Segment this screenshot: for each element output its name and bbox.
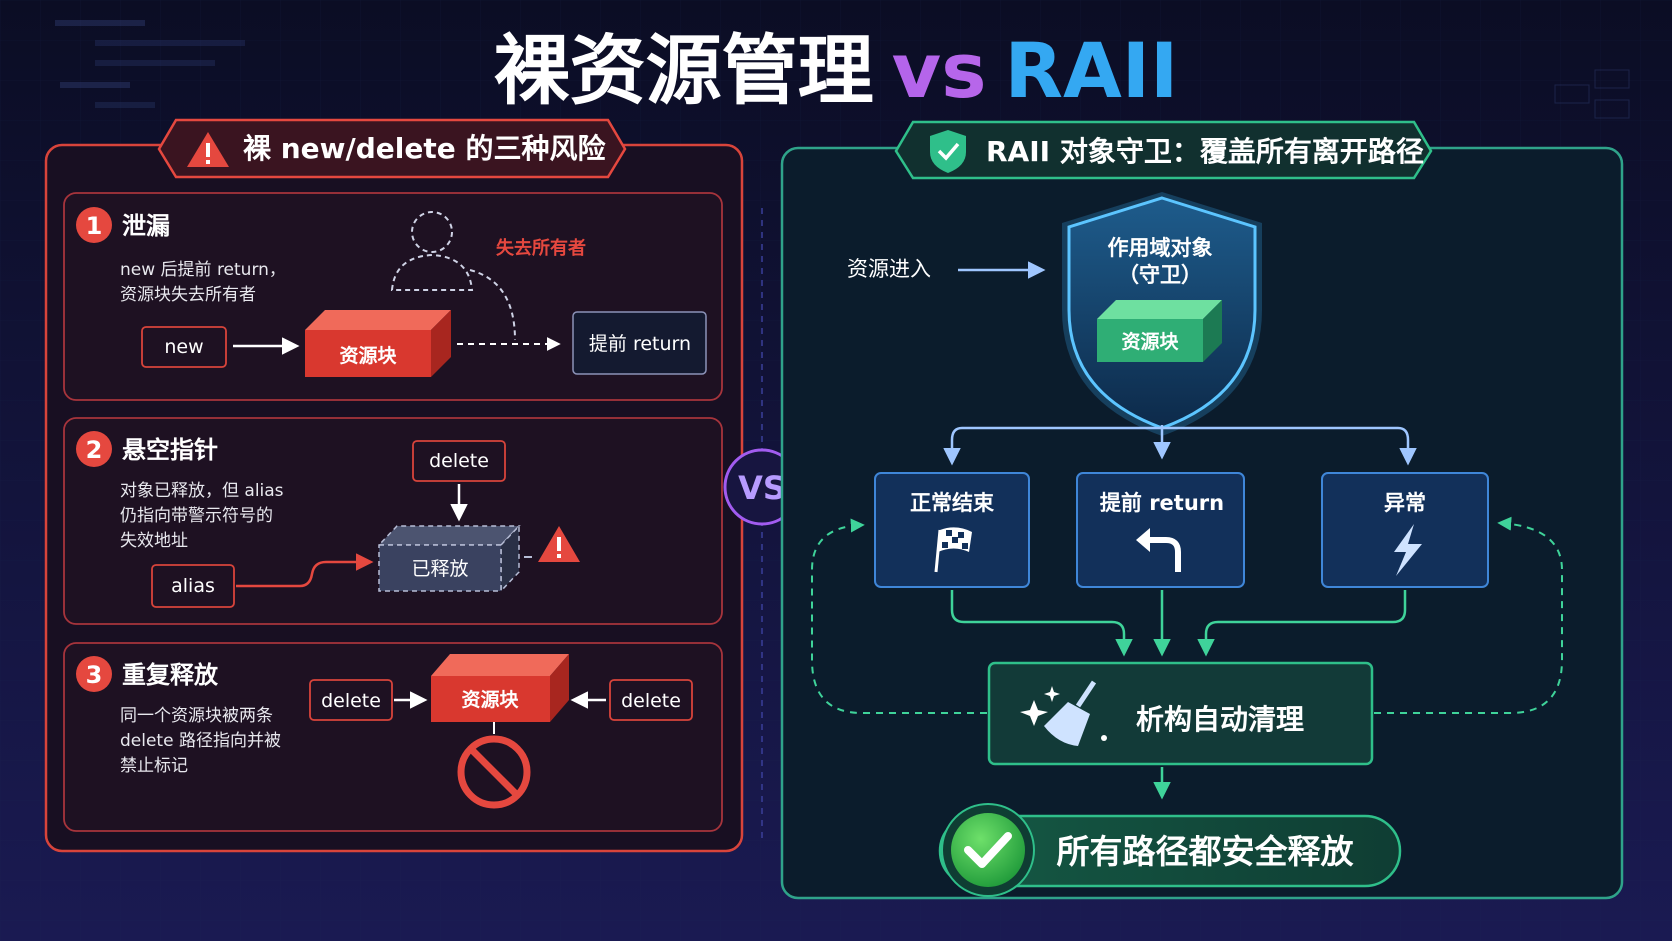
svg-text:提前 return: 提前 return <box>1100 491 1224 515</box>
svg-text:delete: delete <box>429 450 489 472</box>
svg-text:已释放: 已释放 <box>411 558 468 580</box>
risk-title: 泄漏 <box>122 212 170 240</box>
destructor-cleanup-box: 析构自动清理 <box>987 661 1374 766</box>
svg-text:正常结束: 正常结束 <box>910 491 995 515</box>
left-panel: 裸 new/delete 的三种风险 1 泄漏 new 后提前 return， … <box>44 118 744 853</box>
dashed-loop-left <box>811 518 987 714</box>
risk-desc-line: 仍指向带警示符号的 <box>120 506 273 526</box>
lightning-icon <box>1394 524 1422 576</box>
shield-line2: （守卫） <box>1118 263 1202 287</box>
svg-text:异常: 异常 <box>1384 491 1426 515</box>
arrow <box>943 426 1162 466</box>
risk-desc-line: 同一个资源块被两条 <box>120 706 273 726</box>
prohibited-icon <box>457 735 531 809</box>
exit-normal-end: 正常结束 <box>874 472 1030 588</box>
risk-title: 重复释放 <box>122 661 219 689</box>
right-panel: RAII 对象守卫：覆盖所有离开路径 资源进入 作用域对象 （守卫） 资源块 正… <box>780 120 1624 900</box>
result-banner: 所有路径都安全释放 <box>938 803 1402 897</box>
lost-owner-icon <box>390 211 474 291</box>
right-header: RAII 对象守卫：覆盖所有离开路径 <box>894 120 1433 180</box>
shield-line1: 作用域对象 <box>1108 236 1213 260</box>
risk-number-badge <box>76 207 112 243</box>
svg-text:VS: VS <box>738 469 786 507</box>
risk-card-double-free: 3 重复释放 同一个资源块被两条 delete 路径指向并被 禁止标记 dele… <box>63 642 723 832</box>
result-label: 所有路径都安全释放 <box>1057 832 1355 871</box>
vs-badge: VS <box>723 448 801 526</box>
resource-block-cube: 资源块 <box>1097 300 1222 362</box>
title-raii: RAII <box>1004 26 1178 115</box>
shield-check-icon <box>930 130 966 173</box>
svg-text:资源块: 资源块 <box>339 344 397 367</box>
risk-number-badge <box>76 431 112 467</box>
risk-desc-line: 资源块失去所有者 <box>120 285 256 305</box>
early-return-box <box>572 311 707 375</box>
broom-icon <box>1020 680 1107 746</box>
checkered-flag-icon <box>934 527 972 573</box>
delete-box <box>412 440 506 482</box>
resource-block-cube: 资源块 <box>431 654 569 722</box>
cleanup-label: 析构自动清理 <box>1136 703 1304 736</box>
risk-desc-line: new 后提前 return， <box>120 260 286 280</box>
svg-text:提前 return: 提前 return <box>589 333 691 355</box>
risk-title: 悬空指针 <box>122 436 218 464</box>
svg-text:delete: delete <box>321 690 381 712</box>
arrow <box>1162 426 1417 466</box>
risk-number-badge <box>76 656 112 692</box>
warning-icon <box>187 132 229 167</box>
dashed-loop-right <box>1374 516 1563 714</box>
risk-desc-line: 对象已释放，但 alias <box>120 481 284 501</box>
freed-block-cube: 已释放 <box>377 524 521 593</box>
new-box <box>141 326 227 368</box>
risk-desc-line: delete 路径指向并被 <box>120 731 281 751</box>
warning-icon <box>538 526 580 562</box>
check-circle-icon <box>941 803 1035 897</box>
delete-box-right <box>609 679 693 721</box>
title-vs: vs <box>892 26 987 115</box>
delete-box-left <box>309 679 393 721</box>
risk-card-dangling-pointer: 2 悬空指针 对象已释放，但 alias 仍指向带警示符号的 失效地址 dele… <box>63 417 723 625</box>
arrow <box>1197 590 1407 657</box>
alias-box <box>151 564 235 608</box>
svg-text:3: 3 <box>86 661 103 689</box>
svg-text:资源块: 资源块 <box>461 688 519 711</box>
risk-card-leak: 1 泄漏 new 后提前 return， 资源块失去所有者 失去所有者 new … <box>63 192 723 401</box>
svg-text:alias: alias <box>171 575 215 597</box>
left-header: 裸 new/delete 的三种风险 <box>157 118 627 179</box>
svg-text:2: 2 <box>86 436 103 464</box>
svg-text:new: new <box>164 336 203 358</box>
risk-desc-line: 禁止标记 <box>120 756 188 776</box>
title-main: 裸资源管理 <box>494 26 874 115</box>
owner-lost-label: 失去所有者 <box>496 237 586 259</box>
risk-desc-line: 失效地址 <box>120 531 188 551</box>
enter-label: 资源进入 <box>847 257 931 281</box>
return-arrow-icon <box>1136 528 1181 572</box>
svg-text:1: 1 <box>86 212 103 240</box>
scope-guard-shield: 作用域对象 （守卫） 资源块 <box>1062 192 1262 436</box>
exit-exception: 异常 <box>1321 472 1489 588</box>
background-code-decoration <box>55 20 1630 119</box>
alias-pointer-arrow <box>236 553 374 588</box>
resource-block-cube: 资源块 <box>305 310 451 377</box>
right-header-text: RAII 对象守卫：覆盖所有离开路径 <box>986 135 1424 168</box>
svg-text:delete: delete <box>621 690 681 712</box>
exit-early-return: 提前 return <box>1076 472 1245 588</box>
left-header-text: 裸 new/delete 的三种风险 <box>243 132 607 165</box>
arrow <box>950 590 1133 657</box>
svg-text:资源块: 资源块 <box>1121 330 1179 353</box>
